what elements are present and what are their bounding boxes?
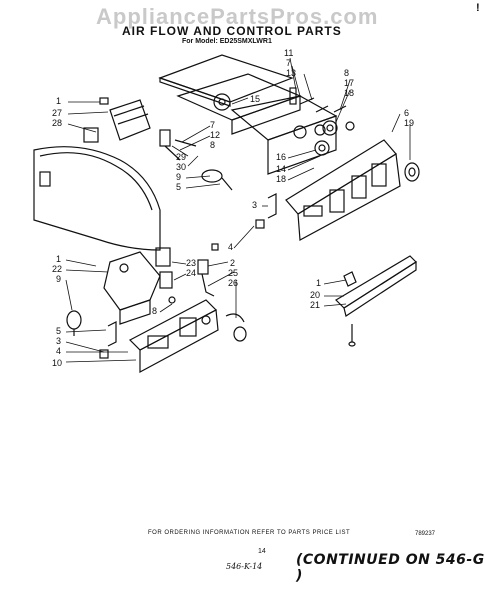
callout-29: 29 — [176, 152, 186, 162]
callout-5: 5 — [176, 182, 181, 192]
callout-22: 22 — [52, 264, 62, 274]
lower-switch-parts — [197, 243, 247, 342]
callout-25: 25 — [228, 268, 238, 278]
callout-1: 1 — [56, 96, 61, 106]
callout-8-lower: 8 — [210, 140, 215, 150]
continued-note: (CONTINUED ON 546-G ) — [296, 552, 485, 584]
upper-light-socket — [83, 97, 151, 143]
leader-lines — [65, 57, 411, 363]
damper-housing — [176, 73, 302, 135]
upper-control-panel — [285, 139, 401, 241]
callout-7: 7 — [286, 58, 291, 68]
watermark: AppliancePartsPros.com — [96, 4, 379, 29]
callout-15: 15 — [250, 94, 260, 104]
callout-4: 4 — [228, 242, 233, 252]
callout-20: 20 — [310, 290, 320, 300]
ordering-note: FOR ORDERING INFORMATION REFER TO PARTS … — [148, 530, 351, 536]
shaft-parts — [159, 129, 233, 191]
callout-18-lower: 18 — [276, 174, 286, 184]
callout-28: 28 — [52, 118, 62, 128]
model-number: For Model: ED25SMXLWR1 — [182, 38, 272, 45]
lower-clip-parts — [99, 296, 176, 359]
callout-17: 17 — [344, 78, 354, 88]
angle-bracket — [335, 255, 417, 347]
corner-mark: ! — [476, 2, 480, 14]
callout-16: 16 — [276, 152, 286, 162]
callout-14: 14 — [276, 164, 286, 174]
callout-27: 27 — [52, 108, 62, 118]
callout-8-bottom: 8 — [152, 306, 157, 316]
callout-12: 12 — [210, 130, 220, 140]
callout-26: 26 — [228, 278, 238, 288]
top-cover-plate — [158, 54, 294, 107]
callout-18: 18 — [344, 88, 354, 98]
callout-labels: 11 7 13 8 17 18 15 1 27 28 7 12 8 29 30 … — [52, 48, 414, 368]
handwritten-reference: 546-K-14 — [226, 562, 263, 571]
upper-knob — [404, 162, 420, 182]
callout-7-lower: 7 — [210, 120, 215, 130]
callout-1-right: 1 — [316, 278, 321, 288]
callout-19: 19 — [404, 118, 414, 128]
callout-30: 30 — [176, 162, 186, 172]
thermostat-knobs — [314, 120, 355, 156]
callout-4-lower: 4 — [56, 346, 61, 356]
lower-control-panel — [128, 299, 219, 374]
page-number: 14 — [258, 548, 266, 555]
callout-24: 24 — [186, 268, 196, 278]
callout-1-lower: 1 — [56, 254, 61, 264]
callout-11: 11 — [284, 48, 293, 58]
document-number: 789237 — [415, 531, 436, 537]
diagram-title: AIR FLOW AND CONTROL PARTS — [122, 24, 342, 38]
evaporator-cover — [33, 146, 161, 251]
callout-21: 21 — [310, 300, 320, 310]
control-bracket — [230, 87, 338, 175]
callout-2: 2 — [230, 258, 235, 268]
lower-bulb — [66, 310, 82, 336]
callout-10: 10 — [52, 358, 62, 368]
callout-6: 6 — [404, 108, 409, 118]
callout-3-lower: 3 — [56, 336, 61, 346]
upper-clip — [255, 193, 277, 229]
callout-9: 9 — [176, 172, 181, 182]
callout-23: 23 — [186, 258, 196, 268]
callout-9-lower: 9 — [56, 274, 61, 284]
callout-13: 13 — [286, 68, 296, 78]
callout-8: 8 — [344, 68, 349, 78]
callout-5-lower: 5 — [56, 326, 61, 336]
lower-light-housing — [103, 247, 173, 325]
callout-3: 3 — [252, 200, 257, 210]
